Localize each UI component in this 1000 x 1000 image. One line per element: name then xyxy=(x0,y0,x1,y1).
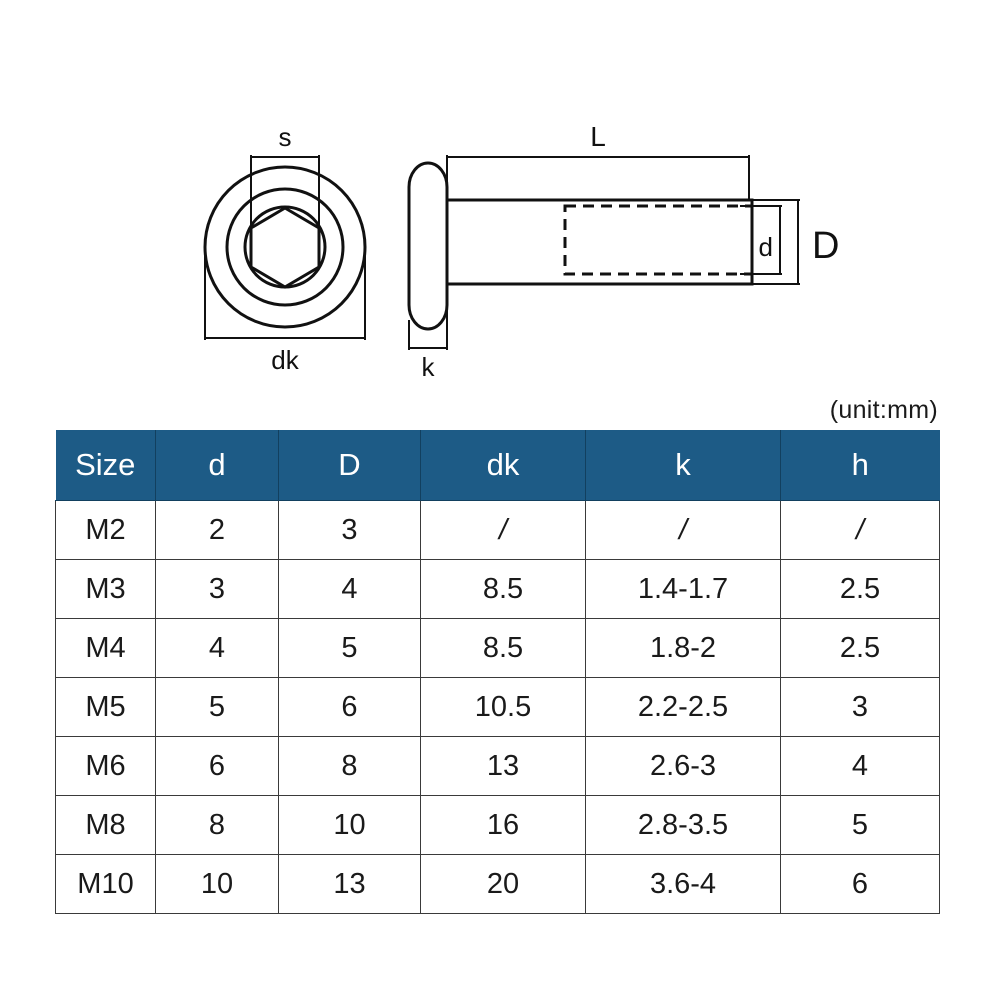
screw-barrel-profile xyxy=(447,198,754,286)
spec-table-container: Size d D dk k h M2 2 3 / / / M xyxy=(55,430,940,914)
d-label: d xyxy=(759,232,773,262)
cell-D: 3 xyxy=(278,500,421,560)
cell-h: 5 xyxy=(780,795,940,855)
dimension-L xyxy=(446,155,750,200)
table-row: M3 3 4 8.5 1.4-1.7 2.5 xyxy=(55,559,940,619)
table-row: M4 4 5 8.5 1.8-2 2.5 xyxy=(55,618,940,678)
cell-d: 3 xyxy=(155,559,279,619)
dimension-dk xyxy=(204,247,366,340)
column-header-d: d xyxy=(155,430,279,501)
cell-k: 1.8-2 xyxy=(585,618,781,678)
cell-D: 10 xyxy=(278,795,421,855)
cell-k: 2.8-3.5 xyxy=(585,795,781,855)
table-header-row: Size d D dk k h xyxy=(55,430,940,501)
cell-D: 5 xyxy=(278,618,421,678)
cell-h: 2.5 xyxy=(780,559,940,619)
spec-table: Size d D dk k h M2 2 3 / / / M xyxy=(55,430,940,914)
cell-D: 6 xyxy=(278,677,421,737)
table-row: M6 6 8 13 2.6-3 4 xyxy=(55,736,940,796)
table-row: M10 10 13 20 3.6-4 6 xyxy=(55,854,940,914)
cell-size: M2 xyxy=(55,500,156,560)
column-header-dk: dk xyxy=(420,430,586,501)
cell-d: 8 xyxy=(155,795,279,855)
column-header-h: h xyxy=(780,430,940,501)
cell-dk: / xyxy=(420,500,586,560)
screw-head-profile xyxy=(407,161,449,331)
cell-h: 3 xyxy=(780,677,940,737)
k-label: k xyxy=(422,352,436,382)
cell-dk: 20 xyxy=(420,854,586,914)
cell-dk: 8.5 xyxy=(420,618,586,678)
table-row: M2 2 3 / / / xyxy=(55,500,940,560)
screw-head-front-view xyxy=(203,165,367,329)
cell-size: M6 xyxy=(55,736,156,796)
unit-note: (unit:mm) xyxy=(829,396,938,424)
dimension-s xyxy=(250,155,320,247)
internal-thread-hidden-line xyxy=(563,204,754,276)
cell-dk: 10.5 xyxy=(420,677,586,737)
column-header-k: k xyxy=(585,430,781,501)
D-label: D xyxy=(812,225,839,267)
cell-h: / xyxy=(780,500,940,560)
spec-table-body: M2 2 3 / / / M3 3 4 8.5 1.4-1.7 2.5 M4 xyxy=(55,500,940,914)
cell-size: M3 xyxy=(55,559,156,619)
cell-D: 8 xyxy=(278,736,421,796)
cell-h: 4 xyxy=(780,736,940,796)
head-middle-circle xyxy=(225,187,345,307)
cell-dk: 13 xyxy=(420,736,586,796)
head-outer-circle xyxy=(203,165,367,329)
cell-size: M8 xyxy=(55,795,156,855)
cell-k: 2.6-3 xyxy=(585,736,781,796)
cell-k: 1.4-1.7 xyxy=(585,559,781,619)
dimension-d xyxy=(740,205,782,275)
spec-table-head: Size d D dk k h xyxy=(55,430,940,501)
cell-dk: 8.5 xyxy=(420,559,586,619)
cell-k: 2.2-2.5 xyxy=(585,677,781,737)
cell-d: 4 xyxy=(155,618,279,678)
cell-D: 13 xyxy=(278,854,421,914)
cell-h: 6 xyxy=(780,854,940,914)
cell-d: 6 xyxy=(155,736,279,796)
technical-drawing: s dk L xyxy=(0,0,1000,400)
dk-label: dk xyxy=(271,345,299,375)
L-label: L xyxy=(590,121,606,152)
head-inner-circle xyxy=(243,205,327,289)
dimension-D xyxy=(752,199,800,285)
dimension-k xyxy=(408,284,448,350)
table-row: M5 5 6 10.5 2.2-2.5 3 xyxy=(55,677,940,737)
table-row: M8 8 10 16 2.8-3.5 5 xyxy=(55,795,940,855)
column-header-D: D xyxy=(278,430,421,501)
cell-size: M10 xyxy=(55,854,156,914)
cell-d: 2 xyxy=(155,500,279,560)
cell-k: / xyxy=(585,500,781,560)
cell-d: 5 xyxy=(155,677,279,737)
s-label: s xyxy=(279,122,292,152)
cell-h: 2.5 xyxy=(780,618,940,678)
column-header-size: Size xyxy=(55,430,156,501)
cell-k: 3.6-4 xyxy=(585,854,781,914)
cell-dk: 16 xyxy=(420,795,586,855)
cell-size: M5 xyxy=(55,677,156,737)
hex-socket xyxy=(249,206,321,289)
screw-side-view xyxy=(407,161,754,331)
cell-D: 4 xyxy=(278,559,421,619)
cell-size: M4 xyxy=(55,618,156,678)
cell-d: 10 xyxy=(155,854,279,914)
